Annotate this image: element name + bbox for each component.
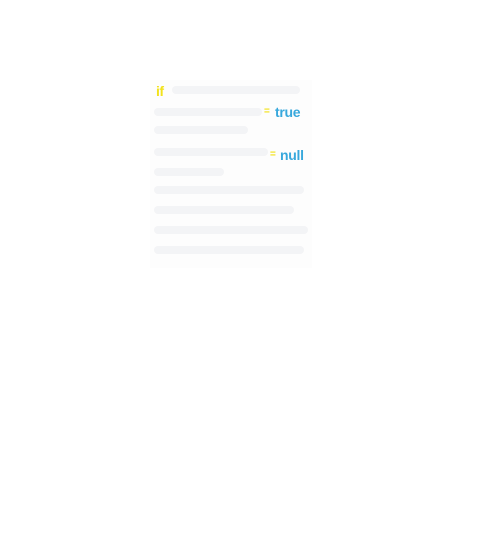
code-snippet: if = true = null xyxy=(150,80,312,268)
faded-code-line xyxy=(154,226,308,234)
faded-code-line xyxy=(172,86,300,94)
keyword-if: if xyxy=(156,83,164,99)
faded-code-line xyxy=(154,108,262,116)
faded-code-line xyxy=(154,246,304,254)
faded-code-line xyxy=(154,206,294,214)
literal-true: true xyxy=(275,104,301,120)
assignment-operator: = xyxy=(264,106,270,117)
faded-code-line xyxy=(154,168,224,176)
literal-null: null xyxy=(280,147,304,163)
faded-code-line xyxy=(154,186,304,194)
faded-code-line xyxy=(154,148,268,156)
assignment-operator: = xyxy=(270,149,276,160)
faded-code-line xyxy=(154,126,248,134)
